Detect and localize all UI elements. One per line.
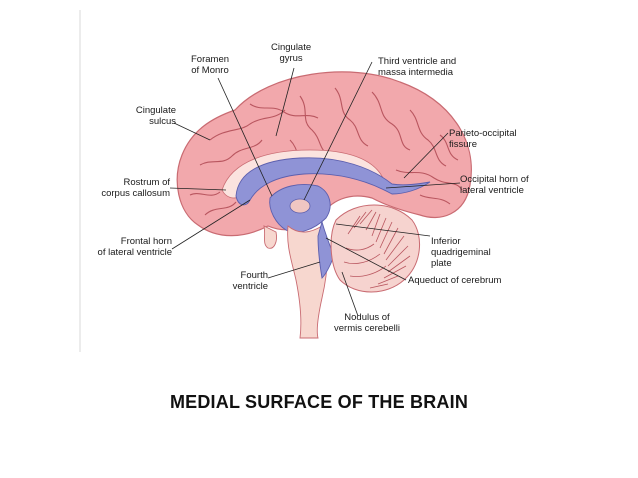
label-line: Occipital horn of [460, 174, 529, 185]
label-line: ventricle [232, 281, 268, 292]
label-aqueduct-of-cerebrum: Aqueduct of cerebrum [408, 275, 501, 286]
label-foramen-of-monro: Foramen of Monro [191, 54, 229, 76]
label-line: Rostrum of [123, 177, 170, 188]
label-cingulate-gyrus: Cingulate gyrus [271, 42, 311, 64]
label-line: plate [431, 258, 452, 269]
label-parieto-occipital-fissure: Parieto-occipital fissure [449, 128, 517, 150]
label-line: vermis cerebelli [334, 323, 400, 334]
leader-lines [169, 61, 461, 317]
label-line: Aqueduct of cerebrum [408, 275, 502, 286]
label-line: Cingulate [271, 42, 312, 53]
label-line: sulcus [149, 116, 176, 127]
massa-intermedia [289, 198, 311, 214]
pituitary [263, 225, 277, 249]
label-occipital-horn: Occipital horn of lateral ventricle [460, 174, 529, 196]
label-line: Frontal horn [120, 236, 172, 247]
label-line: fissure [449, 139, 477, 150]
label-line: corpus callosum [101, 188, 170, 199]
label-line: Inferior [431, 236, 461, 247]
label-rostrum-corpus-callosum: Rostrum of corpus callosum [84, 177, 170, 199]
label-line: lateral ventricle [460, 185, 524, 196]
label-line: massa intermedia [378, 67, 453, 78]
label-line: quadrigeminal [431, 247, 491, 258]
label-line: of Monro [191, 65, 229, 76]
label-third-ventricle: Third ventricle and massa intermedia [378, 56, 456, 78]
label-line: gyrus [279, 53, 303, 64]
label-frontal-horn: Frontal horn of lateral ventricle [82, 236, 172, 258]
label-fourth-ventricle: Fourth ventricle [226, 270, 268, 292]
label-nodulus-vermis: Nodulus of vermis cerebelli [334, 312, 400, 334]
lateral-ventricle [235, 157, 431, 206]
label-line: Foramen [191, 54, 230, 65]
aqueduct-fourth-ventricle [317, 220, 335, 279]
label-line: Fourth [240, 270, 268, 281]
label-line: Parieto-occipital [449, 128, 517, 139]
label-line: Cingulate [135, 105, 176, 116]
label-line: Nodulus of [344, 312, 390, 323]
label-inferior-quadrigeminal-plate: Inferior quadrigeminal plate [431, 236, 491, 269]
label-line: Third ventricle and [378, 56, 457, 67]
label-line: of lateral ventricle [97, 247, 172, 258]
sulci [189, 87, 463, 216]
label-cingulate-sulcus: Cingulate sulcus [118, 105, 176, 127]
figure-caption: MEDIAL SURFACE OF THE BRAIN [169, 392, 469, 412]
